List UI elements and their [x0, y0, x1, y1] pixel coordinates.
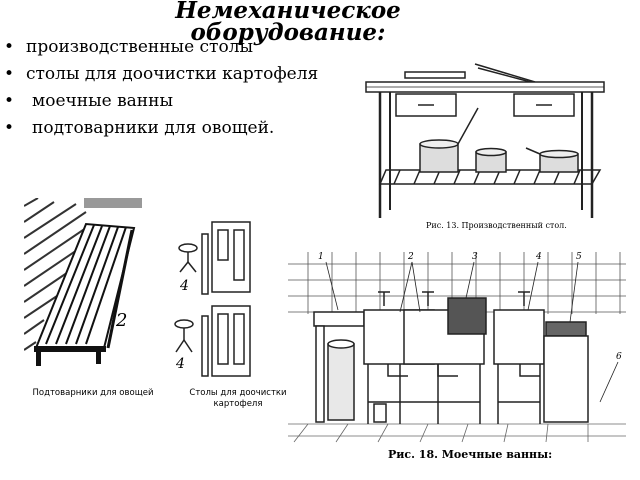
peeling-table-caption: Столы для доочистки картофеля	[189, 388, 287, 409]
production-table-caption: Рис. 13. Производственный стол.	[426, 221, 567, 230]
peeling-table-number-label: 4	[176, 356, 185, 372]
pallet-number-label: 2	[116, 310, 128, 331]
bullet-dot-icon: •	[4, 37, 15, 57]
washing-tubs-caption: Рис. 18. Моечные ванны:	[388, 448, 553, 461]
pallet-drawing	[24, 198, 142, 366]
bullet-item: • производственные столы	[4, 36, 318, 63]
bullet-text: моечные ванны	[32, 91, 173, 111]
washing-tubs-callout: 2	[408, 252, 414, 262]
washing-tubs-callout: 4	[536, 252, 542, 262]
bullet-text: производственные столы	[26, 37, 254, 57]
bullet-dot-icon: •	[4, 64, 15, 84]
bullet-text: столы для доочистки картофеля	[26, 64, 319, 84]
washing-tubs-drawing	[288, 252, 626, 443]
washing-tubs-callout: 1	[318, 252, 324, 262]
bullet-item: • моечные ванны	[4, 90, 318, 117]
bullet-dot-icon: •	[4, 91, 15, 111]
washing-tubs-callout: 3	[472, 252, 478, 262]
pallet-caption: Подтоварники для овощей	[32, 388, 154, 398]
washing-tubs-callout: 6	[616, 352, 622, 362]
washing-tubs-image: 1 2 3 4 5 6 Рис. 18. Моечные ванны:	[288, 252, 626, 468]
bullet-item: • подтоварники для овощей.	[4, 117, 318, 144]
peeling-table-image: 4 4	[172, 220, 258, 380]
bullet-dot-icon: •	[4, 118, 15, 138]
peeling-table-drawing	[174, 221, 251, 377]
pallet-image: 2	[24, 198, 142, 380]
slide-title: Немеханическое оборудование:	[175, 0, 401, 46]
production-table-drawing	[365, 63, 605, 218]
peeling-table-number-label: 4	[180, 278, 189, 294]
production-table-image: Рис. 13. Производственный стол.	[360, 58, 618, 238]
bullet-list: • производственные столы • столы для доочи…	[4, 36, 318, 144]
bullet-item: • столы для доочистки картофеля	[4, 63, 318, 90]
bullet-text: подтоварники для овощей.	[32, 118, 275, 138]
washing-tubs-callout: 5	[576, 252, 582, 262]
